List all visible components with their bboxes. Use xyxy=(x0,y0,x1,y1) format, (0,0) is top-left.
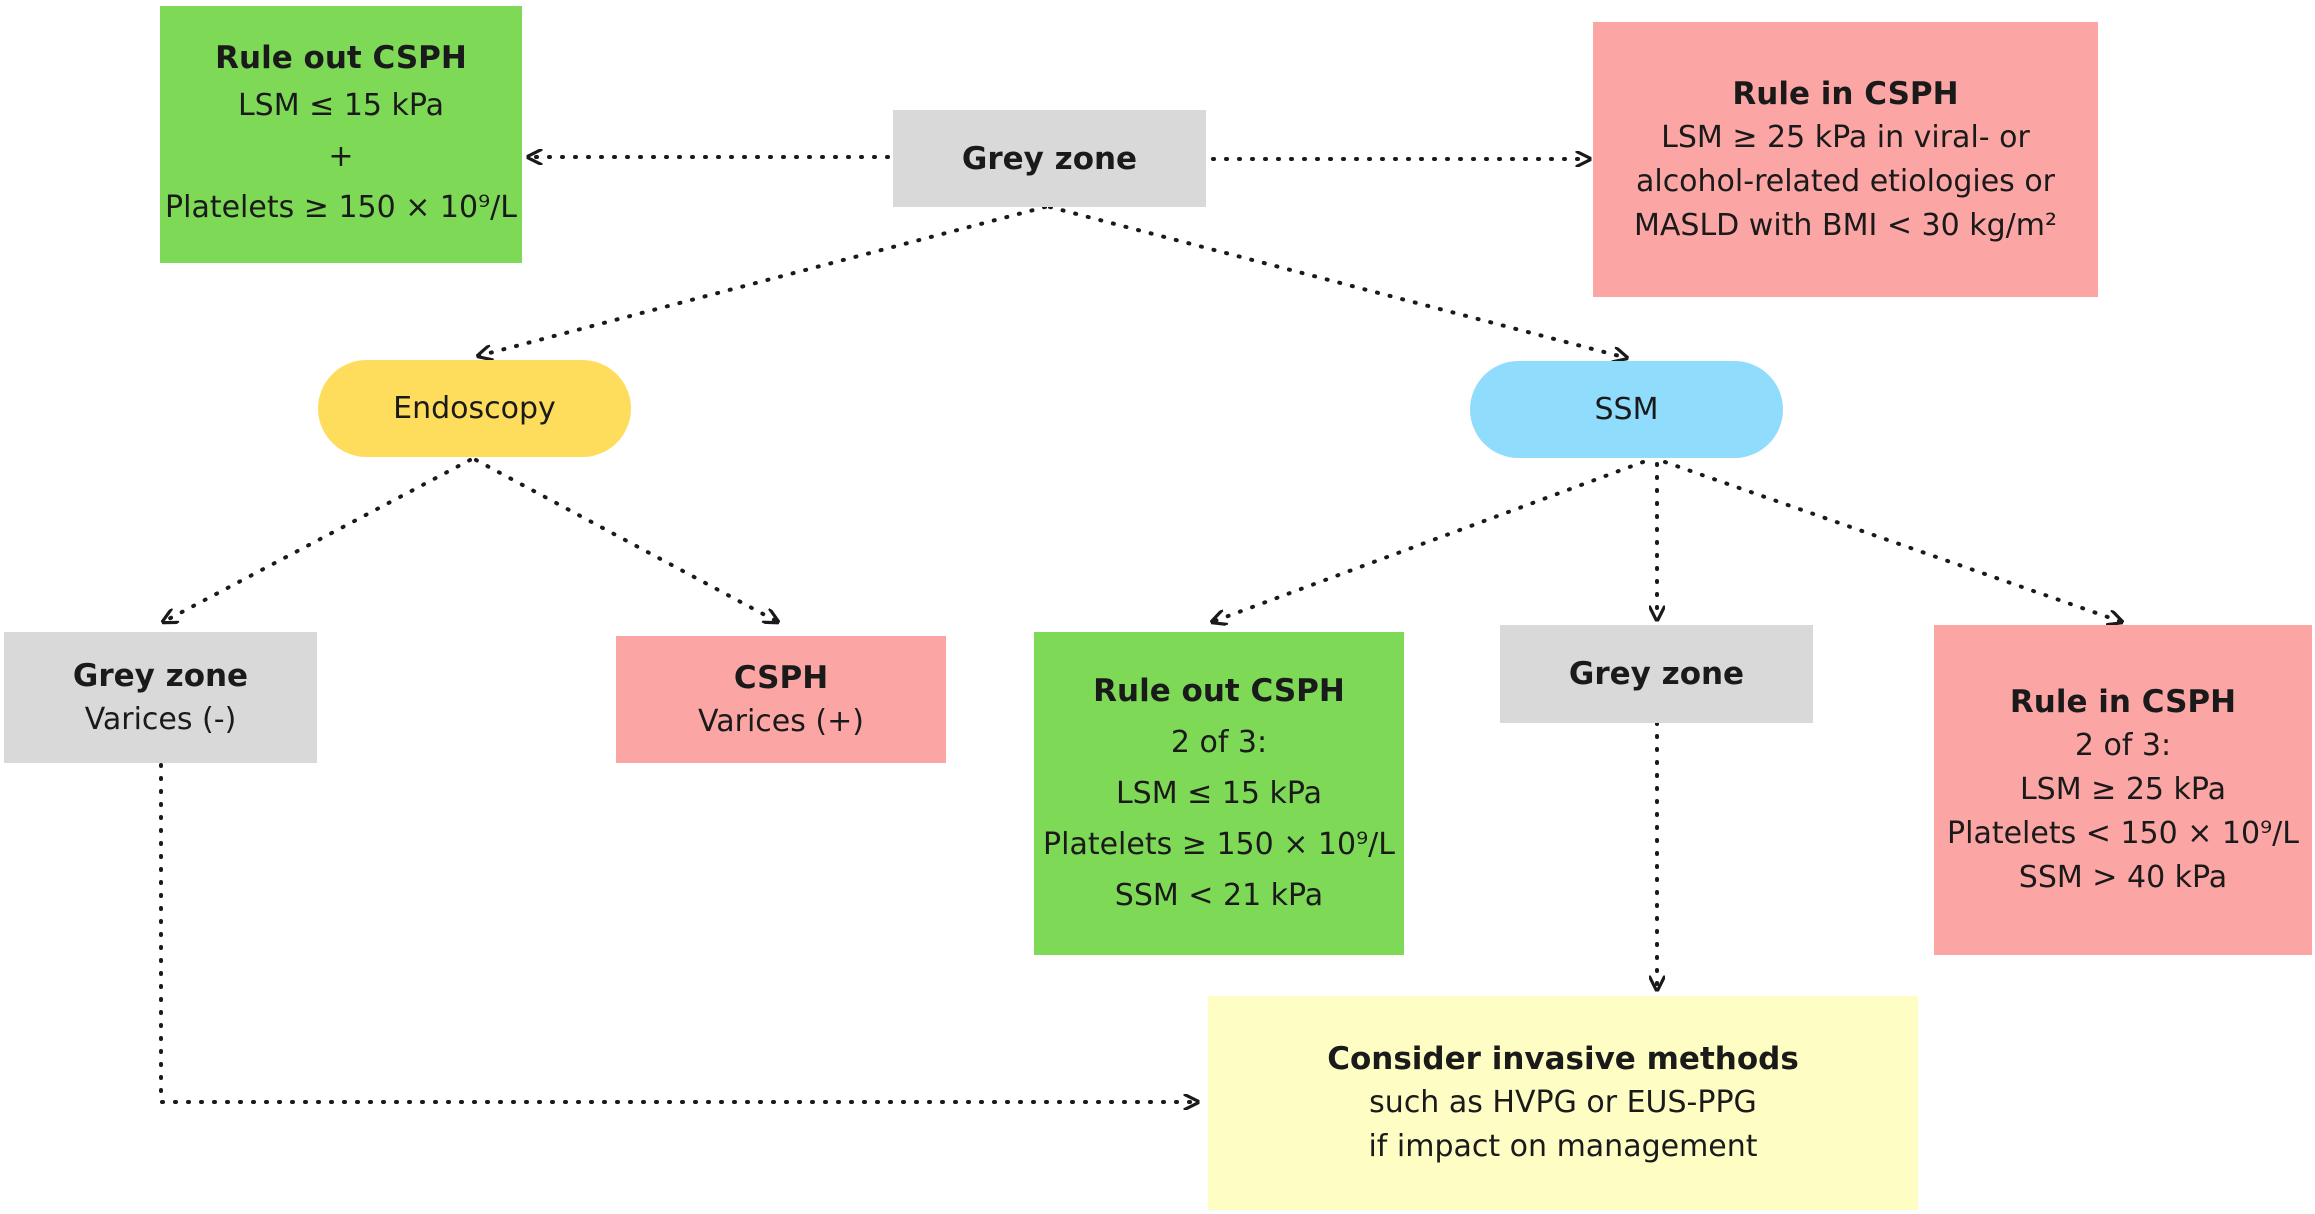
top-rule-out-line3: Platelets ≥ 150 × 10⁹/L xyxy=(165,190,517,225)
endoscopy-node: Endoscopy xyxy=(318,360,631,457)
connector-grey-to-endoscopy xyxy=(478,205,1047,356)
top-rule-in-title: Rule in CSPH xyxy=(1732,75,1959,112)
endoscopy-csph-title: CSPH xyxy=(733,659,829,696)
invasive-methods-line1: such as HVPG or EUS-PPG xyxy=(1369,1085,1757,1120)
top-grey-zone-title: Grey zone xyxy=(961,140,1138,177)
top-rule-out-box: Rule out CSPH LSM ≤ 15 kPa + Platelets ≥… xyxy=(160,6,522,263)
connector-endoscopy-to-grey xyxy=(163,458,472,622)
ssm-rule-in-line1: 2 of 3: xyxy=(2074,728,2172,763)
endoscopy-csph-line1: Varices (+) xyxy=(698,703,864,739)
ssm-label: SSM xyxy=(1594,392,1659,427)
ssm-node: SSM xyxy=(1470,361,1783,458)
ssm-rule-out-title: Rule out CSPH xyxy=(1093,673,1345,709)
ssm-rule-in-title: Rule in CSPH xyxy=(2009,684,2237,720)
endoscopy-grey-zone-line1: Varices (-) xyxy=(84,701,237,737)
endoscopy-csph-box: CSPH Varices (+) xyxy=(616,636,946,763)
ssm-grey-zone-title: Grey zone xyxy=(1568,656,1745,692)
top-rule-in-line1: LSM ≥ 25 kPa in viral- or xyxy=(1661,119,2030,155)
ssm-rule-out-line4: SSM < 21 kPa xyxy=(1114,878,1324,913)
endoscopy-grey-zone-title: Grey zone xyxy=(72,657,249,694)
ssm-grey-zone-box: Grey zone xyxy=(1500,625,1813,723)
ssm-rule-in-line3: Platelets < 150 × 10⁹/L xyxy=(1947,816,2299,851)
invasive-methods-line2: if impact on management xyxy=(1368,1129,1758,1164)
connector-endo-grey-to-invasive xyxy=(159,763,1200,1102)
endoscopy-grey-zone-box: Grey zone Varices (-) xyxy=(4,632,317,763)
ssm-rule-out-line1: 2 of 3: xyxy=(1170,725,1268,760)
connector-endoscopy-to-csph xyxy=(474,458,778,622)
top-rule-out-title: Rule out CSPH xyxy=(215,40,467,76)
top-grey-zone-box: Grey zone xyxy=(893,110,1206,207)
invasive-methods-title: Consider invasive methods xyxy=(1327,1041,1799,1077)
invasive-methods-box: Consider invasive methods such as HVPG o… xyxy=(1208,996,1918,1210)
ssm-rule-out-line3: Platelets ≥ 150 × 10⁹/L xyxy=(1043,827,1395,862)
top-rule-in-line2: alcohol-related etiologies or xyxy=(1635,163,2056,199)
connector-ssm-to-rule-in xyxy=(1663,460,2122,622)
top-rule-in-box: Rule in CSPH LSM ≥ 25 kPa in viral- or a… xyxy=(1593,22,2098,297)
ssm-rule-out-box: Rule out CSPH 2 of 3: LSM ≤ 15 kPa Plate… xyxy=(1034,632,1404,955)
ssm-rule-in-line4: SSM > 40 kPa xyxy=(2018,860,2228,895)
top-rule-out-line1: LSM ≤ 15 kPa xyxy=(237,88,445,123)
top-rule-out-line2: + xyxy=(328,139,354,174)
ssm-rule-out-line2: LSM ≤ 15 kPa xyxy=(1115,776,1323,811)
ssm-rule-in-line2: LSM ≥ 25 kPa xyxy=(2019,772,2227,807)
top-rule-in-line3: MASLD with BMI < 30 kg/m² xyxy=(1634,207,2057,243)
endoscopy-label: Endoscopy xyxy=(393,391,556,426)
connector-ssm-to-rule-out xyxy=(1212,460,1645,622)
ssm-rule-in-box: Rule in CSPH 2 of 3: LSM ≥ 25 kPa Platel… xyxy=(1934,625,2312,955)
connector-grey-to-ssm xyxy=(1048,205,1627,358)
